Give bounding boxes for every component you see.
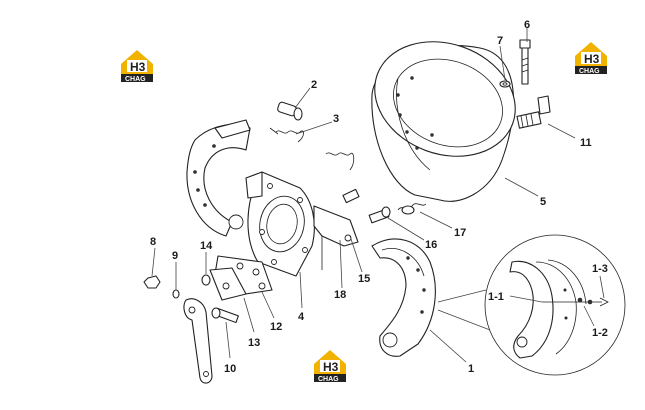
callout-15: 15 (358, 273, 370, 285)
lever-arm (183, 298, 213, 384)
callout-12: 12 (270, 321, 282, 333)
callout-2: 2 (311, 79, 317, 91)
callout-9: 9 (172, 250, 178, 262)
anchor-bracket (313, 205, 359, 270)
brake-drum (371, 41, 516, 202)
washer-9 (172, 289, 180, 299)
lower-brake-shoe (371, 238, 436, 357)
logo-caption: CHAG (579, 68, 600, 75)
plug (277, 101, 303, 121)
callout-13: 13 (248, 337, 260, 349)
logo-letters: H3 (323, 360, 339, 374)
callout-5: 5 (540, 196, 546, 208)
callout-1-1: 1-1 (488, 291, 504, 303)
anchor-pin (368, 206, 391, 224)
logo-letters: H3 (130, 60, 146, 74)
callout-1-2: 1-2 (592, 327, 608, 339)
leader-lines (151, 28, 605, 363)
callout-10: 10 (224, 363, 236, 375)
brand-logo-top-right: H3 CHAG (575, 42, 607, 75)
callout-8: 8 (150, 236, 156, 248)
brake-spider (245, 171, 315, 277)
adjuster-bolt (211, 307, 239, 324)
return-spring (269, 127, 304, 143)
roller-spring (397, 203, 427, 215)
upper-brake-shoe (186, 119, 251, 237)
callout-14: 14 (200, 240, 213, 252)
callout-1-3: 1-3 (592, 263, 608, 275)
callout-16: 16 (425, 239, 437, 251)
logo-caption: CHAG (125, 76, 146, 83)
shoe-spring-middle (325, 152, 360, 204)
callout-3: 3 (333, 113, 339, 125)
callout-labels: 2 3 7 6 11 5 17 16 15 18 4 12 13 14 8 9 … (150, 19, 608, 375)
callout-4: 4 (298, 311, 305, 323)
callout-6: 6 (524, 19, 530, 31)
brand-logo-top-left: H3 CHAG (121, 50, 153, 83)
logo-caption: CHAG (318, 376, 339, 383)
callout-1: 1 (468, 363, 474, 375)
detail-view-circle (437, 234, 626, 376)
adjuster-plate (209, 255, 273, 301)
nut-8 (143, 275, 161, 289)
brand-logo-bottom: H3 CHAG (314, 350, 346, 383)
washer (499, 80, 511, 88)
callout-11: 11 (580, 137, 592, 149)
logo-letters: H3 (584, 52, 600, 66)
wheel-stud (519, 39, 531, 85)
brake-camshaft (516, 95, 551, 129)
callout-17: 17 (454, 227, 466, 239)
nut-14 (201, 274, 211, 286)
callout-7: 7 (497, 35, 503, 47)
callout-18: 18 (334, 289, 346, 301)
